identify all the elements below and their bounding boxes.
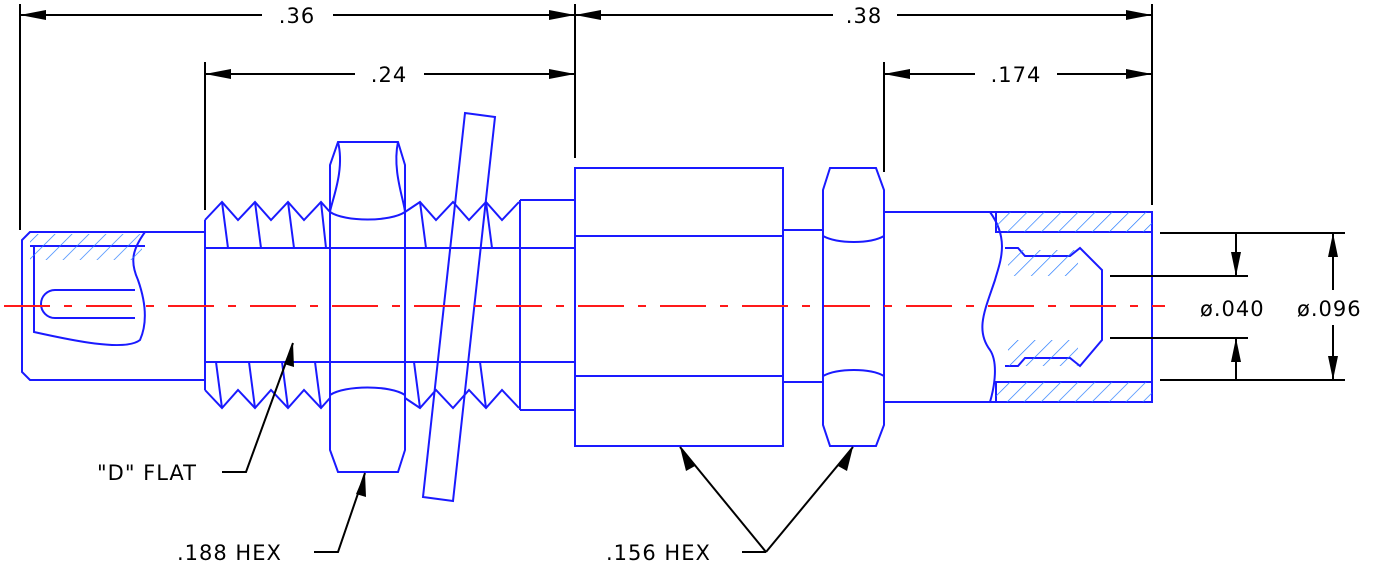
dim-outer-diameter-label: ø.096 xyxy=(1297,297,1362,321)
dimensions: .36 .38 .24 .174 xyxy=(19,4,1362,381)
dim-overall-right: .38 xyxy=(575,4,1152,28)
dim-overall-right-label: .38 xyxy=(846,4,882,28)
callout-hex-188: .188 HEX xyxy=(177,472,366,565)
dim-thread-length: .24 xyxy=(205,63,575,87)
lock-washer xyxy=(421,111,497,503)
hex-nut-156 xyxy=(822,167,885,447)
dim-tail-length-label: .174 xyxy=(991,63,1042,87)
callouts: "D" FLAT .188 HEX .156 HEX xyxy=(97,342,854,565)
callout-hex-156-label: .156 HEX xyxy=(606,541,711,565)
dim-tail-length: .174 xyxy=(884,63,1152,87)
dim-outer-diameter: ø.096 xyxy=(1297,233,1362,380)
dim-overall-left: .36 xyxy=(20,4,575,28)
callout-d-flat-label: "D" FLAT xyxy=(97,461,197,485)
threaded-section xyxy=(204,199,576,411)
callout-hex-156: .156 HEX xyxy=(606,446,854,565)
dim-inner-diameter: ø.040 xyxy=(1200,233,1265,380)
callout-hex-188-label: .188 HEX xyxy=(177,541,282,565)
part-outline xyxy=(21,111,1153,503)
left-barrel-hatch xyxy=(30,234,142,260)
callout-d-flat: "D" FLAT xyxy=(97,342,294,485)
dim-inner-diameter-label: ø.040 xyxy=(1200,297,1265,321)
dim-thread-length-label: .24 xyxy=(371,63,407,87)
dim-overall-left-label: .36 xyxy=(279,4,315,28)
right-tail xyxy=(883,211,1153,403)
hex-nut-188 xyxy=(329,141,406,473)
